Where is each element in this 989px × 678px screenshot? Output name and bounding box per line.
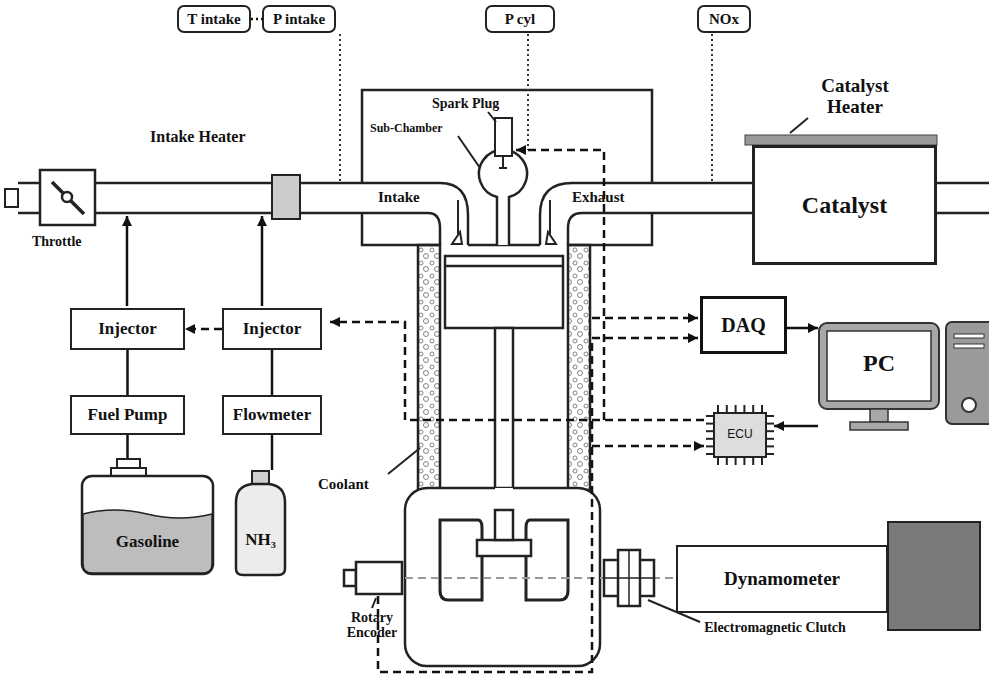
pipe-end <box>5 189 18 207</box>
sub-chamber <box>479 150 527 245</box>
node-text: Dynamometer <box>724 569 840 590</box>
spark-plug <box>495 118 512 168</box>
rotary-encoder <box>344 562 402 594</box>
leader-line <box>790 118 808 133</box>
connector <box>271 435 274 470</box>
node-text: ECU <box>727 428 752 441</box>
pump-box: Fuel Pump <box>70 395 185 435</box>
connector <box>126 435 129 458</box>
connector <box>126 350 129 395</box>
part-label: Throttle <box>32 234 82 249</box>
dynamometer-box: Dynamometer <box>676 545 888 613</box>
sensor-box: P cyl <box>485 5 555 33</box>
sensor-box: NOx <box>697 5 751 33</box>
node-text: T intake <box>187 11 241 28</box>
feed-arrow <box>127 216 262 306</box>
electromagnetic-clutch <box>604 550 654 606</box>
connector <box>774 425 818 428</box>
connector <box>271 350 274 395</box>
node-text: NOx <box>709 11 739 28</box>
ecu-chip: ECU <box>706 405 774 465</box>
intake-heater <box>272 175 300 219</box>
flowmeter-box: Flowmeter <box>222 395 322 435</box>
connector <box>787 327 818 330</box>
daq-box: DAQ <box>700 296 787 354</box>
node-text: Injector <box>98 320 157 339</box>
injector-box: Injector <box>222 308 322 350</box>
pc-monitor: PC <box>818 322 940 432</box>
node-text: Catalyst <box>802 192 887 218</box>
node-text: PC <box>863 350 895 376</box>
cylinder-head <box>362 90 652 245</box>
node-text: Injector <box>243 320 302 339</box>
dynamometer-body <box>888 522 980 630</box>
node-text: Fuel Pump <box>88 406 168 425</box>
part-label: Exhaust <box>572 189 625 206</box>
gas-bottle: NH₃ <box>228 470 293 576</box>
pc-monitor-shape <box>818 322 940 432</box>
part-label: Sub-Chamber <box>370 122 443 135</box>
signal-line <box>330 150 704 672</box>
node-text: Flowmeter <box>233 406 311 425</box>
node-text: Gasoline <box>116 533 179 552</box>
part-label: Intake Heater <box>150 128 246 146</box>
piston <box>445 256 563 518</box>
fuel-tank-shape <box>80 458 215 576</box>
leader-line <box>372 112 700 622</box>
sensor-box: P intake <box>262 5 336 33</box>
node-text: P cyl <box>505 11 535 28</box>
connector <box>251 18 262 21</box>
part-label: Electromagnetic Clutch <box>700 620 850 635</box>
node-text: DAQ <box>721 314 765 336</box>
pc-tower <box>946 322 989 424</box>
sensor-box: T intake <box>177 5 251 33</box>
throttle-valve <box>40 170 95 225</box>
catalyst-heater <box>745 135 937 145</box>
injector-box: Injector <box>70 308 185 350</box>
part-label: Spark Plug <box>432 96 499 111</box>
fuel-tank: Gasoline <box>80 458 215 576</box>
gas-bottle-shape <box>228 470 293 576</box>
part-label: Rotary Encoder <box>330 610 414 641</box>
node-text: P intake <box>273 11 325 28</box>
part-label: Coolant <box>318 476 369 493</box>
sensor-lead <box>340 34 712 182</box>
part-label: Intake <box>378 189 420 206</box>
part-label: Catalyst Heater <box>800 76 910 118</box>
catalyst-box: Catalyst <box>752 145 937 265</box>
node-text: NH₃ <box>245 531 276 550</box>
coolant-jacket <box>568 245 590 490</box>
coolant-jacket <box>418 245 440 490</box>
connector <box>185 328 222 331</box>
